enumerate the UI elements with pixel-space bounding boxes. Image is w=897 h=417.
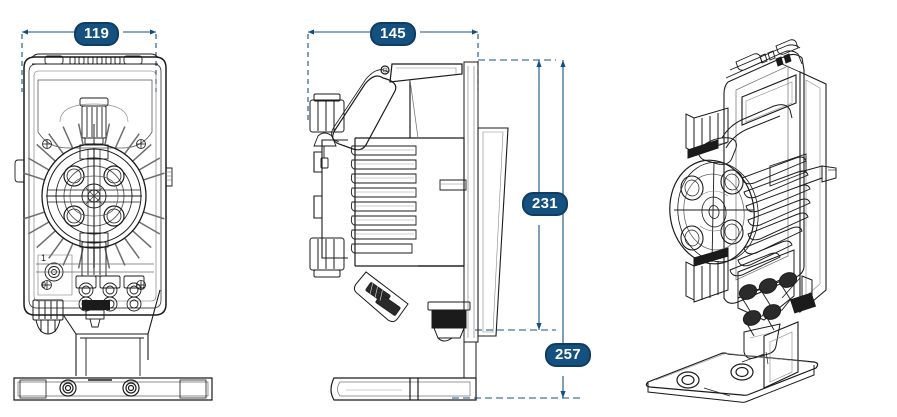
- isometric-view-geometry: [645, 39, 837, 403]
- dimension-231: [475, 59, 556, 331]
- dimension-badge-height-overall: 257: [545, 343, 591, 367]
- front-view-geometry: 1 0: [13, 29, 213, 401]
- dimension-badge-width-front: 119: [74, 22, 120, 46]
- side-view-geometry: [307, 29, 580, 401]
- dimension-badge-width-side: 145: [370, 22, 416, 46]
- dimension-badge-height-body: 231: [522, 192, 568, 216]
- svg-text:1: 1: [41, 253, 46, 263]
- svg-text:0: 0: [41, 280, 46, 290]
